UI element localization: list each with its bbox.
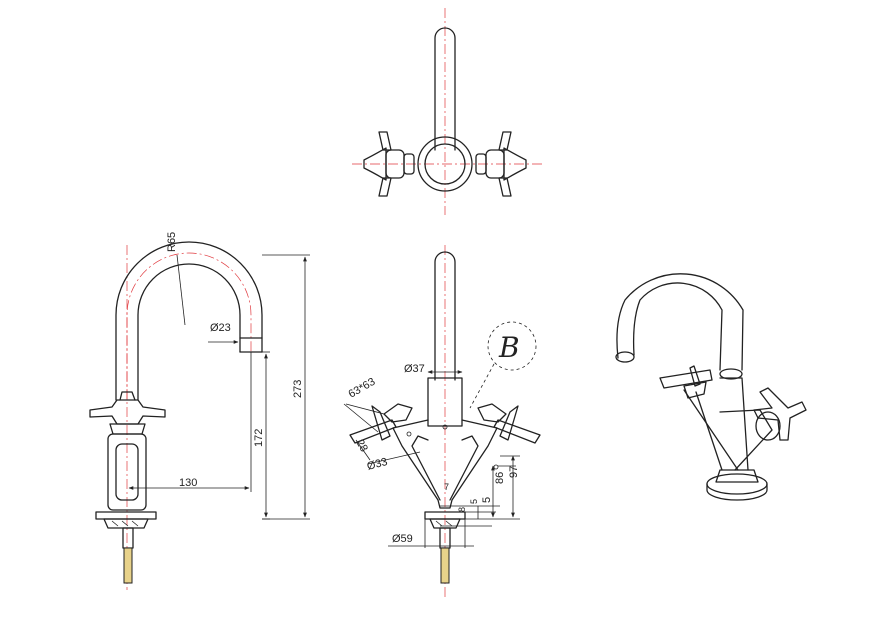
base-diameter-label: Ø59 (392, 533, 413, 545)
front-right-arm (449, 403, 541, 501)
radius-label: R65 (166, 232, 178, 252)
dim-8-label: 8 (457, 507, 467, 512)
spout-diameter-label: Ø23 (210, 322, 231, 334)
front-left-arm (349, 403, 441, 501)
dim-5a-label: 5 (469, 499, 479, 504)
top-right-handle (475, 131, 527, 197)
top-left-handle (363, 131, 415, 197)
dim-86-label: 86 (494, 472, 506, 484)
handle-size-label: 63*63 (347, 376, 378, 401)
brand-mark: B (498, 331, 520, 364)
isometric-view (615, 273, 807, 501)
body-diameter-label: Ø37 (404, 363, 425, 375)
dim-7-label: 7 (444, 482, 449, 492)
top-view (352, 8, 542, 215)
spout-height-label: 172 (253, 429, 265, 447)
dim-97-label: 97 (508, 466, 520, 478)
front-view (343, 245, 541, 600)
dim-5b-label: 5 (481, 497, 493, 503)
handle-height-label: 28 (353, 438, 370, 455)
handle-diameter-label: Ø33 (366, 456, 389, 473)
side-handle (89, 391, 166, 435)
reach-label: 130 (179, 477, 197, 489)
side-view (89, 241, 310, 590)
overall-height-label: 273 (292, 380, 304, 398)
